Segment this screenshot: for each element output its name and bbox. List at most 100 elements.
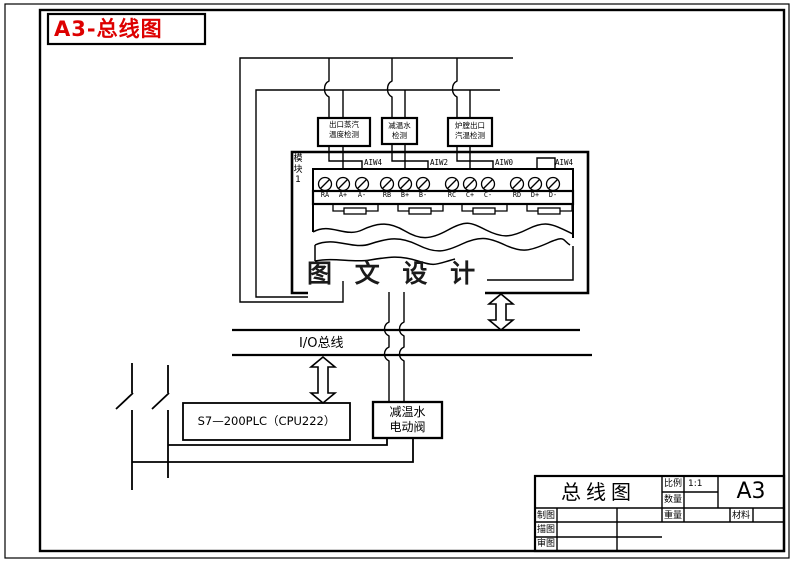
screw-slash-icon <box>465 179 475 189</box>
valve-label-line2: 电动阀 <box>389 420 426 434</box>
page-border <box>4 3 790 559</box>
resistor-icon <box>408 207 432 215</box>
contact-switch-icon <box>151 365 170 478</box>
terminal-label: A+ <box>338 191 348 199</box>
terminal-label: RD <box>512 191 522 199</box>
sensor3-box <box>446 116 494 148</box>
valve-signal-wire-1 <box>383 292 390 402</box>
outer-border <box>4 3 790 559</box>
terminal-label: B- <box>418 191 428 199</box>
resistor-icon <box>343 207 367 215</box>
screw-terminals <box>317 176 561 192</box>
band-right-edge <box>487 246 574 281</box>
sensor1-box <box>316 116 372 148</box>
analog-module <box>290 150 590 295</box>
sensor3-wire-up <box>451 58 458 118</box>
terminal-screw-icon <box>545 176 561 192</box>
terminal-label: RA <box>320 191 330 199</box>
power-wiring <box>115 363 414 490</box>
resistor-icon <box>537 207 561 215</box>
screw-slash-icon <box>483 179 493 189</box>
top-wiring <box>239 57 556 303</box>
screw-slash-icon <box>530 179 540 189</box>
sensor3-label-line2: 汽温检测 <box>455 130 485 140</box>
title-block-border <box>533 474 786 553</box>
screw-slash-icon <box>418 179 428 189</box>
terminal-screw-icon <box>462 176 478 192</box>
sensor3-wire-down <box>456 146 494 169</box>
plc-label: S7—200PLC（CPU222） <box>197 413 336 428</box>
screw-slash-icon <box>382 179 392 189</box>
break-wave-1 <box>312 222 574 239</box>
sensor1-label-line2: 温度检测 <box>329 129 359 139</box>
bus-section <box>232 292 592 405</box>
sensor2-wire-up <box>386 58 393 118</box>
sensor2-label: 减温水 检测 <box>382 121 417 140</box>
screw-slash-icon <box>338 179 348 189</box>
contact-switch-icon <box>115 363 134 490</box>
screw-slash-icon <box>320 179 330 189</box>
io-bus-label: I/O总线 <box>299 336 344 351</box>
sensor1-label-line1: 出口蒸汽 <box>329 120 359 129</box>
scale-label: 比例 <box>664 479 683 489</box>
terminal-screw-icon <box>379 176 395 192</box>
inner-loop-wire <box>255 89 500 298</box>
watermark-text: 图 文 设 计 <box>307 259 483 288</box>
sensor-wires-up-short <box>342 90 471 118</box>
outer-loop-wire <box>239 57 513 303</box>
terminal-label: RC <box>447 191 457 199</box>
terminal-screw-icon <box>354 176 370 192</box>
screw-slash-icon <box>447 179 457 189</box>
plc-box <box>182 402 351 441</box>
terminal-label: B+ <box>400 191 410 199</box>
sensor2-box <box>380 116 419 146</box>
resistor-icon <box>472 207 496 215</box>
valve-box <box>371 400 444 440</box>
terminal-label: RB <box>382 191 392 199</box>
screw-slash-icon <box>512 179 522 189</box>
valve-signal-wire-2 <box>398 292 405 402</box>
terminal-label: D+ <box>530 191 540 199</box>
sensor2-label-line2: 检测 <box>392 130 407 140</box>
channel-label-aiw0: AIW0 <box>495 158 514 167</box>
terminal-label: A- <box>357 191 367 199</box>
terminal-screw-icon <box>527 176 543 192</box>
title-block-hlines <box>535 491 784 538</box>
sensor3-label-line1: 炉膛出口 <box>455 121 485 130</box>
sensor2-wire-down <box>391 144 429 169</box>
terminal-screw-icon <box>509 176 525 192</box>
terminal-screw-icon <box>335 176 351 192</box>
traced-by-label: 描图 <box>537 525 556 535</box>
material-label: 材料 <box>732 511 751 521</box>
break-wave-2 <box>314 237 571 252</box>
bottom-section <box>115 363 444 490</box>
sensor1-wire-up <box>323 58 330 118</box>
channel-label-aiw2: AIW2 <box>430 158 449 167</box>
valve-label: 减温水 电动阀 <box>373 402 442 438</box>
resistor-jumpers <box>332 204 573 215</box>
terminal-screw-icon <box>397 176 413 192</box>
terminal-label: D- <box>548 191 558 199</box>
channel-label-aiw4: AIW4 <box>364 158 383 167</box>
sensor1-label: 出口蒸汽 温度检测 <box>318 120 370 139</box>
valve-label-line1: 减温水 <box>389 405 426 419</box>
double-arrow-icon <box>486 292 516 332</box>
break-band <box>314 237 574 281</box>
reviewed-by-label: 审图 <box>537 539 556 549</box>
valve-return-wire-2 <box>132 438 414 463</box>
terminal-jumper-staple <box>536 157 556 169</box>
scale-value: 1:1 <box>688 479 703 489</box>
quantity-label: 数量 <box>664 495 683 505</box>
title-block-grid <box>533 474 786 553</box>
module-label: 模块1 <box>293 154 303 185</box>
drawing-frame <box>38 8 786 553</box>
terminal-screw-icon <box>317 176 333 192</box>
terminal-label: C- <box>483 191 493 199</box>
page-title: A3-总线图 <box>54 17 163 41</box>
titleblock-drawing-title: 总线图 <box>561 479 636 504</box>
terminal-screw-icon <box>415 176 431 192</box>
break-wave-3 <box>314 256 456 266</box>
valve-return-wire-1 <box>168 438 388 446</box>
